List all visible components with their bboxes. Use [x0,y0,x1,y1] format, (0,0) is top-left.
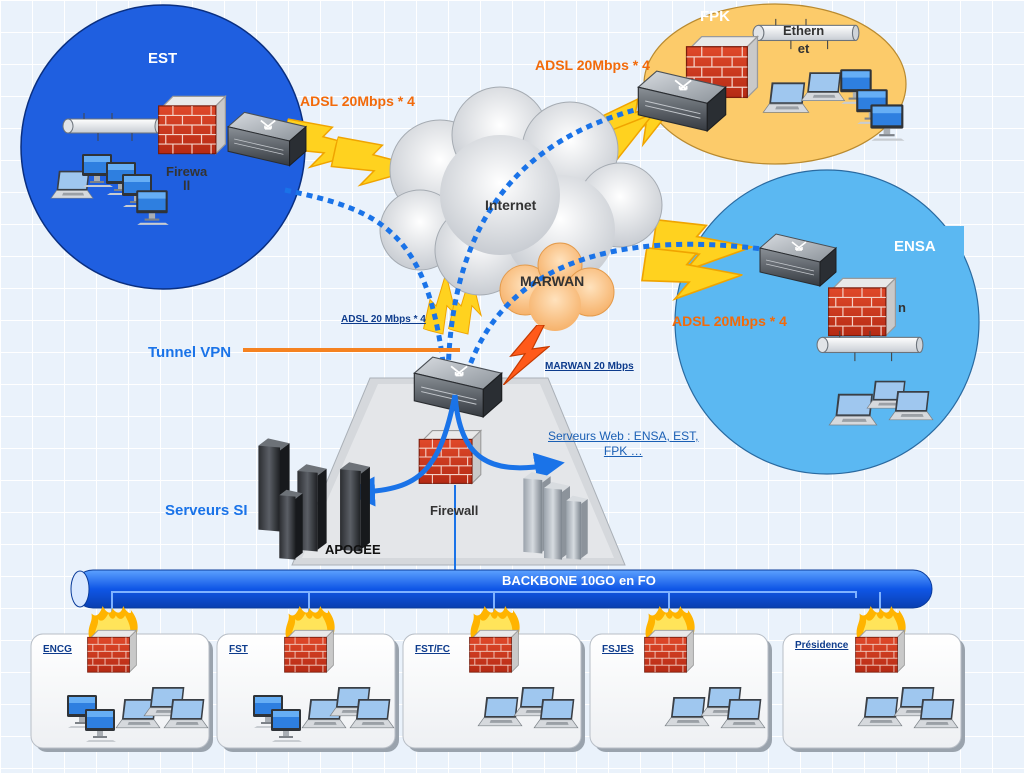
branch-firewall [88,606,138,672]
branch-site [782,592,965,752]
est-title: EST [148,50,178,67]
distribution-arrows [345,394,565,585]
est-firewall [158,95,226,155]
vpn-path-ensa [456,241,771,392]
vpn-path-fpk [435,92,721,393]
branch-firewall [645,606,695,672]
tunnel-vpn-label: Tunnel VPN [148,344,232,361]
firewall-label: Firewall [430,503,479,518]
adsl-est-label: ADSL 20Mbps * 4 [300,93,415,109]
adsl-ensa-label: ADSL 20Mbps * 4 [672,313,787,329]
vpn-dotted-paths [284,92,771,393]
ensa-title-bg [876,226,964,264]
est-firewall-label: Firewa ll [166,164,208,193]
branch-firewall [856,606,906,672]
fpk-title: FPK [700,8,730,25]
ensa-equipment [758,226,964,426]
web-servers-label: Serveurs Web : ENSA, EST, FPK … [548,429,699,458]
branch-site [30,592,213,752]
internet-label: Internet [485,197,537,213]
branch-firewall [470,606,520,672]
marwan-link-label: MARWAN 20 Mbps [545,361,634,372]
backbone-label: BACKBONE 10GO en FO [502,573,656,588]
branch-label: FSJES [602,644,634,655]
fpk-ethernet-label: Ethern et [783,23,825,56]
serveurs-si-label: Serveurs SI [165,502,248,519]
ensa-partial-label: n [898,300,906,315]
marwan-label: MARWAN [520,273,585,289]
branch-label: FST [229,644,248,655]
central-firewall [418,430,482,484]
branch-site [216,592,399,752]
adsl-fpk-label: ADSL 20Mbps * 4 [535,57,650,73]
branch-label: ENCG [43,644,72,655]
branch-site [402,592,585,752]
ensa-title: ENSA [894,238,936,255]
branch-label: FST/FC [415,644,450,655]
marwan-bolt [502,325,550,385]
ensa-firewall [828,277,896,337]
apogee-label: APOGEE [325,542,381,557]
internet-cloud [379,86,663,296]
branch-site [589,592,772,752]
branch-label: Présidence [795,640,849,651]
branch-firewall [285,606,335,672]
adsl-central-label: ADSL 20 Mbps * 4 [341,314,426,325]
vpn-path-est [284,187,457,393]
branch-sites [30,592,965,752]
